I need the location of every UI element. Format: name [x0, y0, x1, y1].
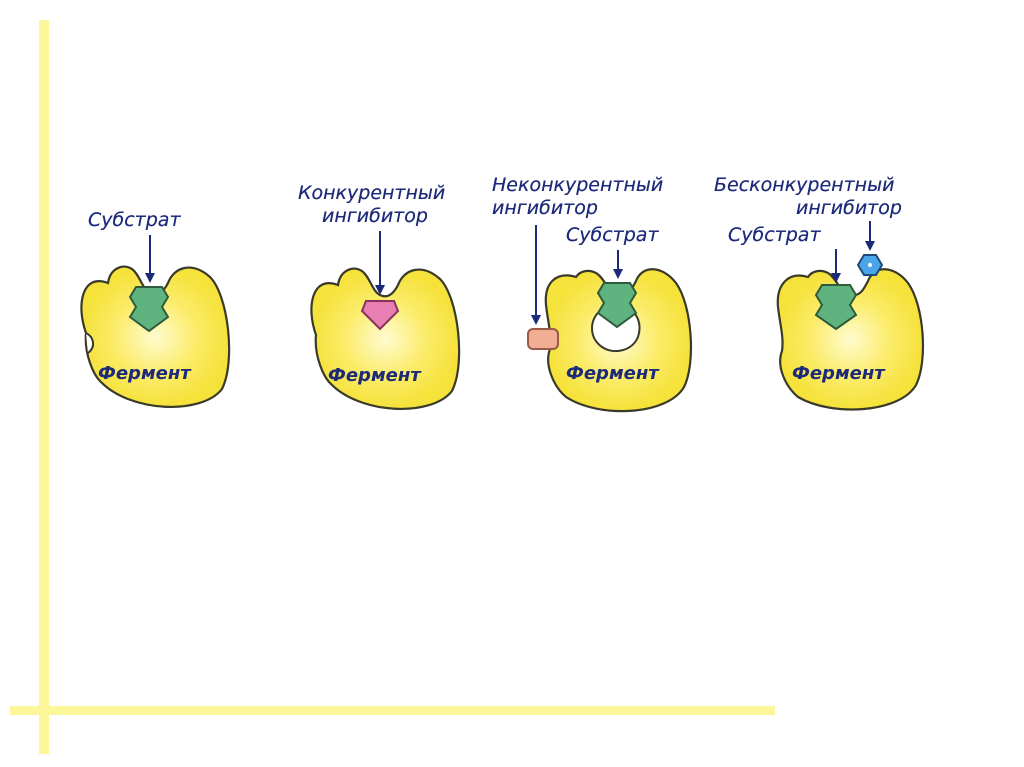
inhibitor-label-line2: ингибитор — [492, 198, 598, 219]
enzyme-label: Фермент — [328, 365, 421, 386]
inhibitor-label-line2: ингибитор — [322, 206, 428, 227]
slide-vertical-decor-line — [39, 20, 49, 754]
inhibitor-label-line1: Конкурентный — [298, 183, 445, 204]
inhibitor-label-line1: Неконкурентный — [492, 175, 663, 196]
substrate-arrowhead — [145, 273, 155, 283]
enzyme-label: Фермент — [792, 363, 885, 384]
substrate-label: Субстрат — [728, 225, 821, 246]
enzyme-shape — [311, 269, 459, 409]
inhibitor-arrowhead — [531, 315, 541, 325]
inhibitor-label-line1: Бесконкурентный — [714, 175, 894, 196]
panel-noncompetitive-inhibition: Неконкурентный ингибитор Субстрат Фермен… — [492, 165, 722, 425]
substrate-label: Субстрат — [88, 210, 181, 231]
substrate-label: Субстрат — [566, 225, 659, 246]
enzyme-label: Фермент — [566, 363, 659, 384]
enzyme-substrate-diagram — [70, 165, 300, 425]
inhibitor-highlight — [868, 263, 872, 267]
panel-normal-binding: Субстрат Фермент — [70, 165, 300, 425]
noncompetitive-inhibitor-shape — [528, 329, 558, 349]
enzyme-label: Фермент — [98, 363, 191, 384]
panel-uncompetitive-inhibition: Бесконкурентный ингибитор Субстрат Ферме… — [710, 165, 940, 425]
inhibitor-arrowhead — [865, 241, 875, 251]
slide-horizontal-decor-line — [10, 706, 775, 715]
substrate-arrowhead — [613, 269, 623, 279]
inhibitor-label-line2: ингибитор — [796, 198, 902, 219]
